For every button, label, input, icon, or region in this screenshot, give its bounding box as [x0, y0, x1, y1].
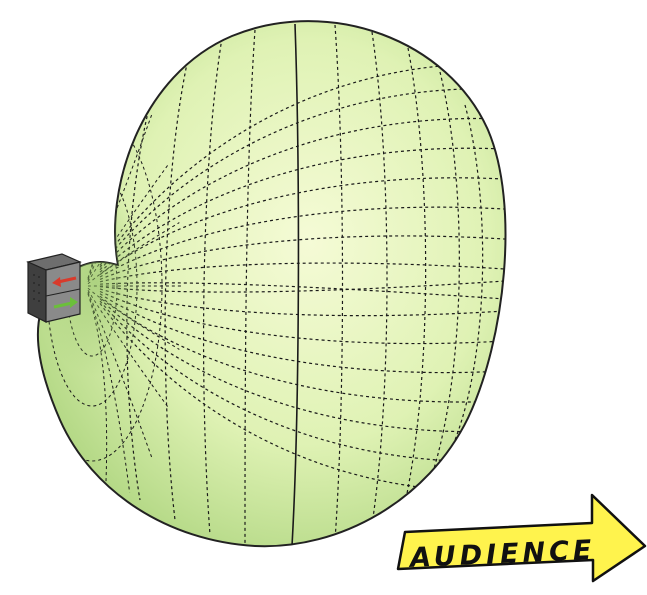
- grid-meridian: [334, 24, 344, 541]
- grid-meridian: [202, 37, 223, 536]
- grid-latitude: [99, 147, 506, 273]
- grid-meridian-main: [291, 23, 300, 547]
- grid-latitude: [99, 290, 506, 345]
- grid-meridian: [244, 29, 256, 545]
- grid-meridian: [454, 104, 484, 441]
- grid-radial: [87, 163, 169, 283]
- green-arrow-icon: [53, 297, 78, 309]
- red-arrow-icon: [52, 276, 77, 287]
- audience-arrow-shape: [396, 493, 647, 583]
- audience-arrow: AUDIENCE: [396, 493, 647, 583]
- grid-meridian: [431, 71, 460, 476]
- grid-meridian: [404, 47, 427, 504]
- grid-radial: [87, 59, 108, 279]
- grid-radial: [87, 289, 169, 409]
- grid-latitude: [99, 206, 506, 278]
- grid-dimple-ring: [37, 110, 163, 462]
- grid-meridian: [164, 49, 191, 521]
- grid-meridian: [371, 31, 388, 526]
- grid-latitude: [99, 117, 506, 271]
- grid-radial: [87, 114, 153, 281]
- speaker-cabinet-icon: [26, 253, 82, 323]
- grid-radial: [87, 291, 153, 458]
- grid-latitude: [99, 293, 506, 374]
